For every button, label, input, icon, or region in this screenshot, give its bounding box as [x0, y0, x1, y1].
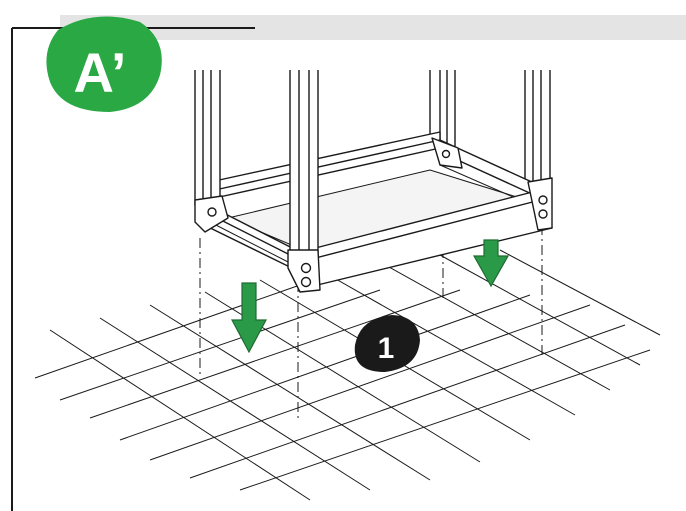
down-arrow-icon — [231, 282, 267, 354]
step-badge-label: A’ — [74, 41, 127, 104]
callout-badge: 1 — [354, 315, 420, 372]
step-badge: A’ — [46, 16, 162, 112]
floor-grid — [34, 249, 661, 501]
callout-number: 1 — [378, 332, 395, 365]
alignment-lines — [199, 225, 543, 420]
cabinet-frame — [194, 70, 553, 293]
down-arrow-icon — [472, 239, 510, 288]
